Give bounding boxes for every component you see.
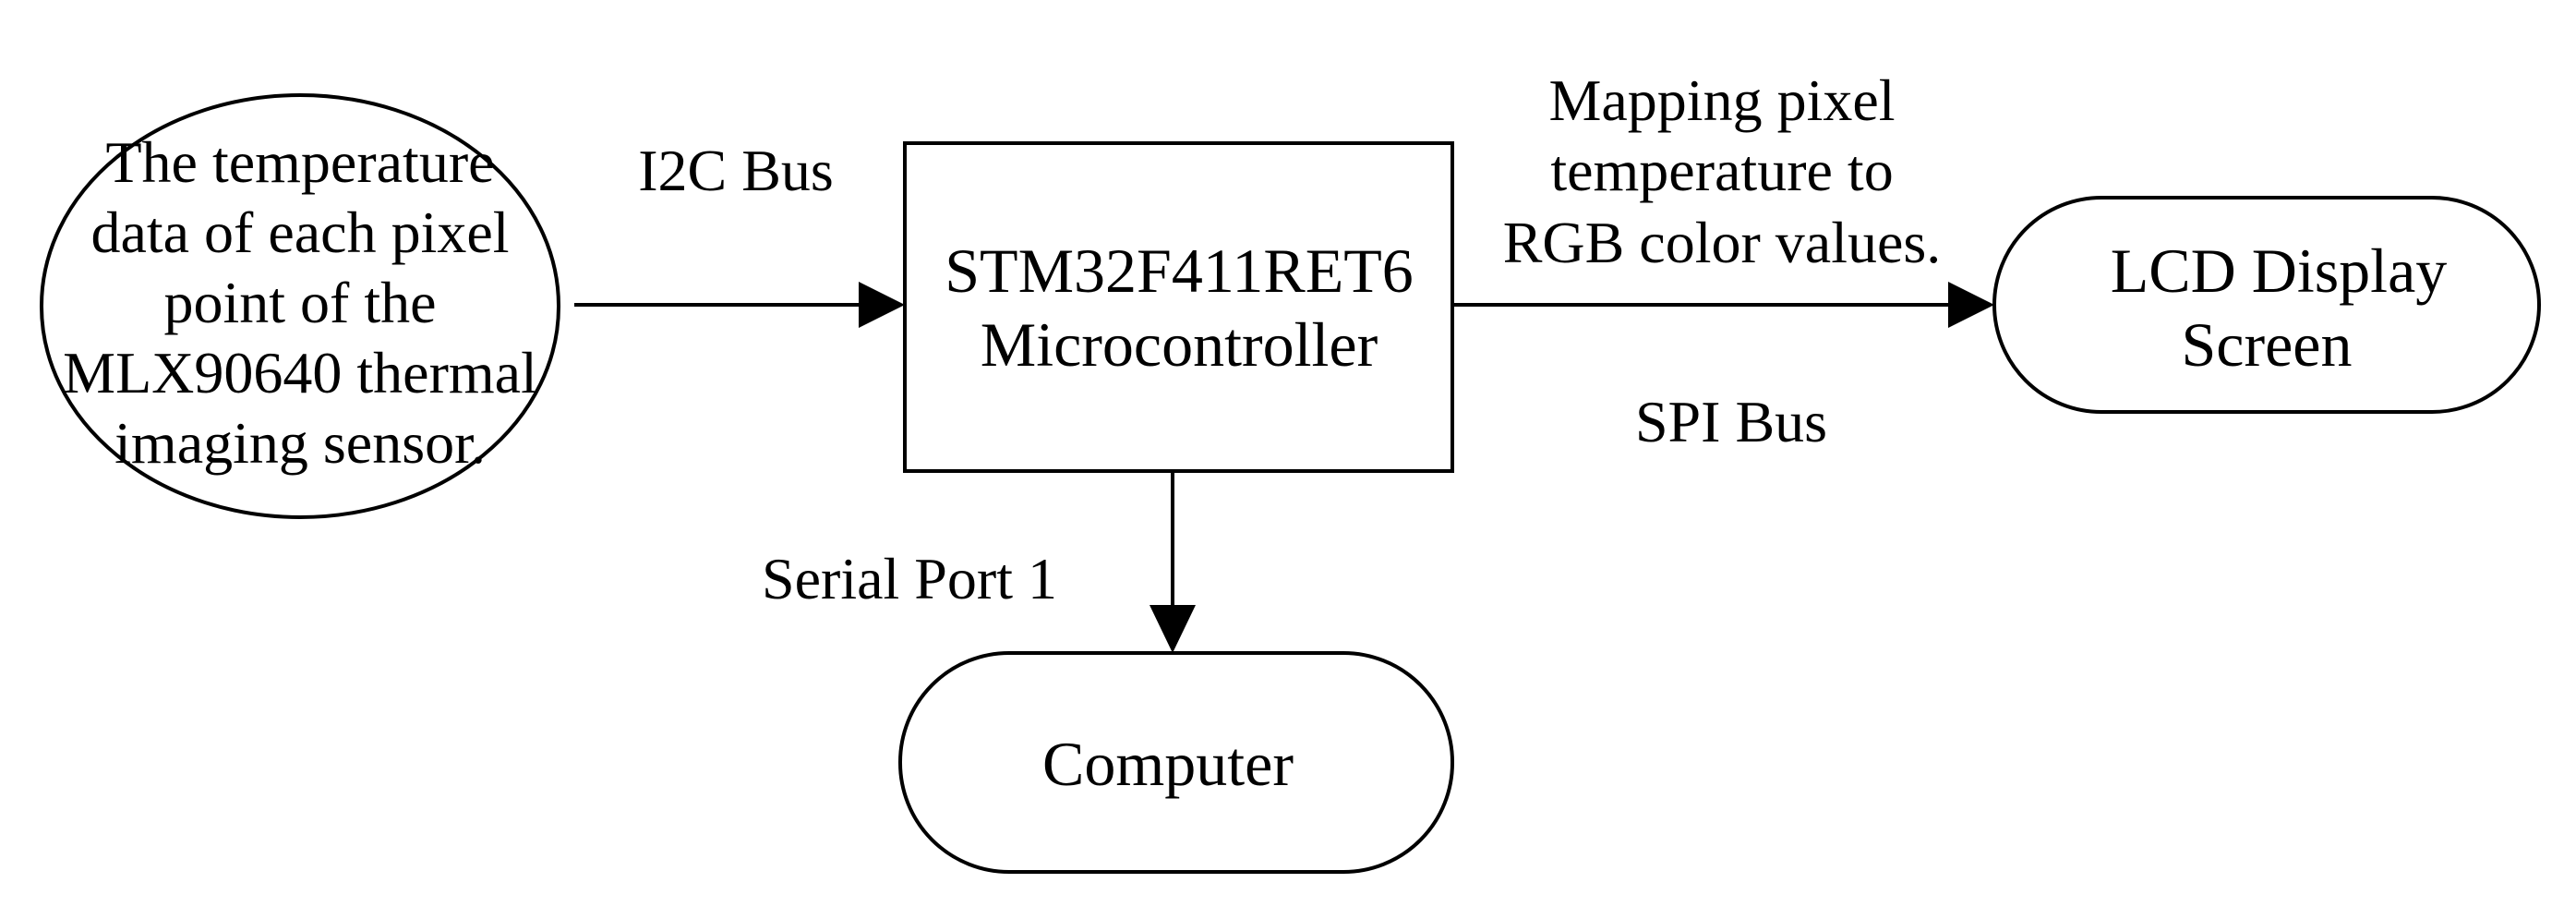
edge-sensor-to-mcu: I2C Bus [574, 138, 905, 328]
sensor-label-line-4: MLX90640 thermal [63, 340, 537, 405]
sensor-label-line-2: data of each pixel [90, 200, 509, 265]
edge-mcu-to-computer-label: Serial Port 1 [762, 546, 1057, 611]
edge-mcu-to-lcd-label-line-2: temperature to [1550, 138, 1893, 203]
lcd-node: LCD Display Screen [1992, 196, 2541, 414]
edge-mcu-to-lcd: Mapping pixel temperature to RGB color v… [1452, 67, 1994, 454]
lcd-label-line-2: Screen [2181, 309, 2352, 380]
sensor-label-line-5: imaging sensor. [114, 410, 486, 476]
sensor-label-line-3: point of the [163, 270, 436, 335]
sensor-node: The temperature data of each pixel point… [40, 93, 560, 519]
lcd-label-line-1: LCD Display [2111, 236, 2448, 306]
edge-mcu-to-lcd-label-line-3: RGB color values. [1503, 210, 1942, 275]
computer-label: Computer [1042, 729, 1294, 799]
edge-mcu-to-computer-arrowhead [1150, 605, 1196, 653]
mcu-label-line-2: Microcontroller [981, 309, 1378, 380]
mcu-node-shape [903, 141, 1454, 473]
mcu-label-line-1: STM32F411RET6 [945, 236, 1414, 306]
computer-node-shape [898, 651, 1454, 874]
sensor-label-line-1: The temperature [105, 129, 494, 195]
sensor-node-shape [40, 93, 560, 519]
edge-mcu-to-lcd-arrowhead [1948, 282, 1994, 328]
edge-mcu-to-lcd-sublabel: SPI Bus [1635, 389, 1827, 454]
edge-sensor-to-mcu-label: I2C Bus [638, 138, 834, 203]
mcu-node: STM32F411RET6 Microcontroller [903, 141, 1454, 473]
edge-sensor-to-mcu-arrowhead [859, 282, 905, 328]
edge-mcu-to-computer: Serial Port 1 [762, 471, 1196, 653]
edge-mcu-to-lcd-label-line-1: Mapping pixel [1548, 67, 1895, 133]
computer-node: Computer [898, 651, 1454, 874]
